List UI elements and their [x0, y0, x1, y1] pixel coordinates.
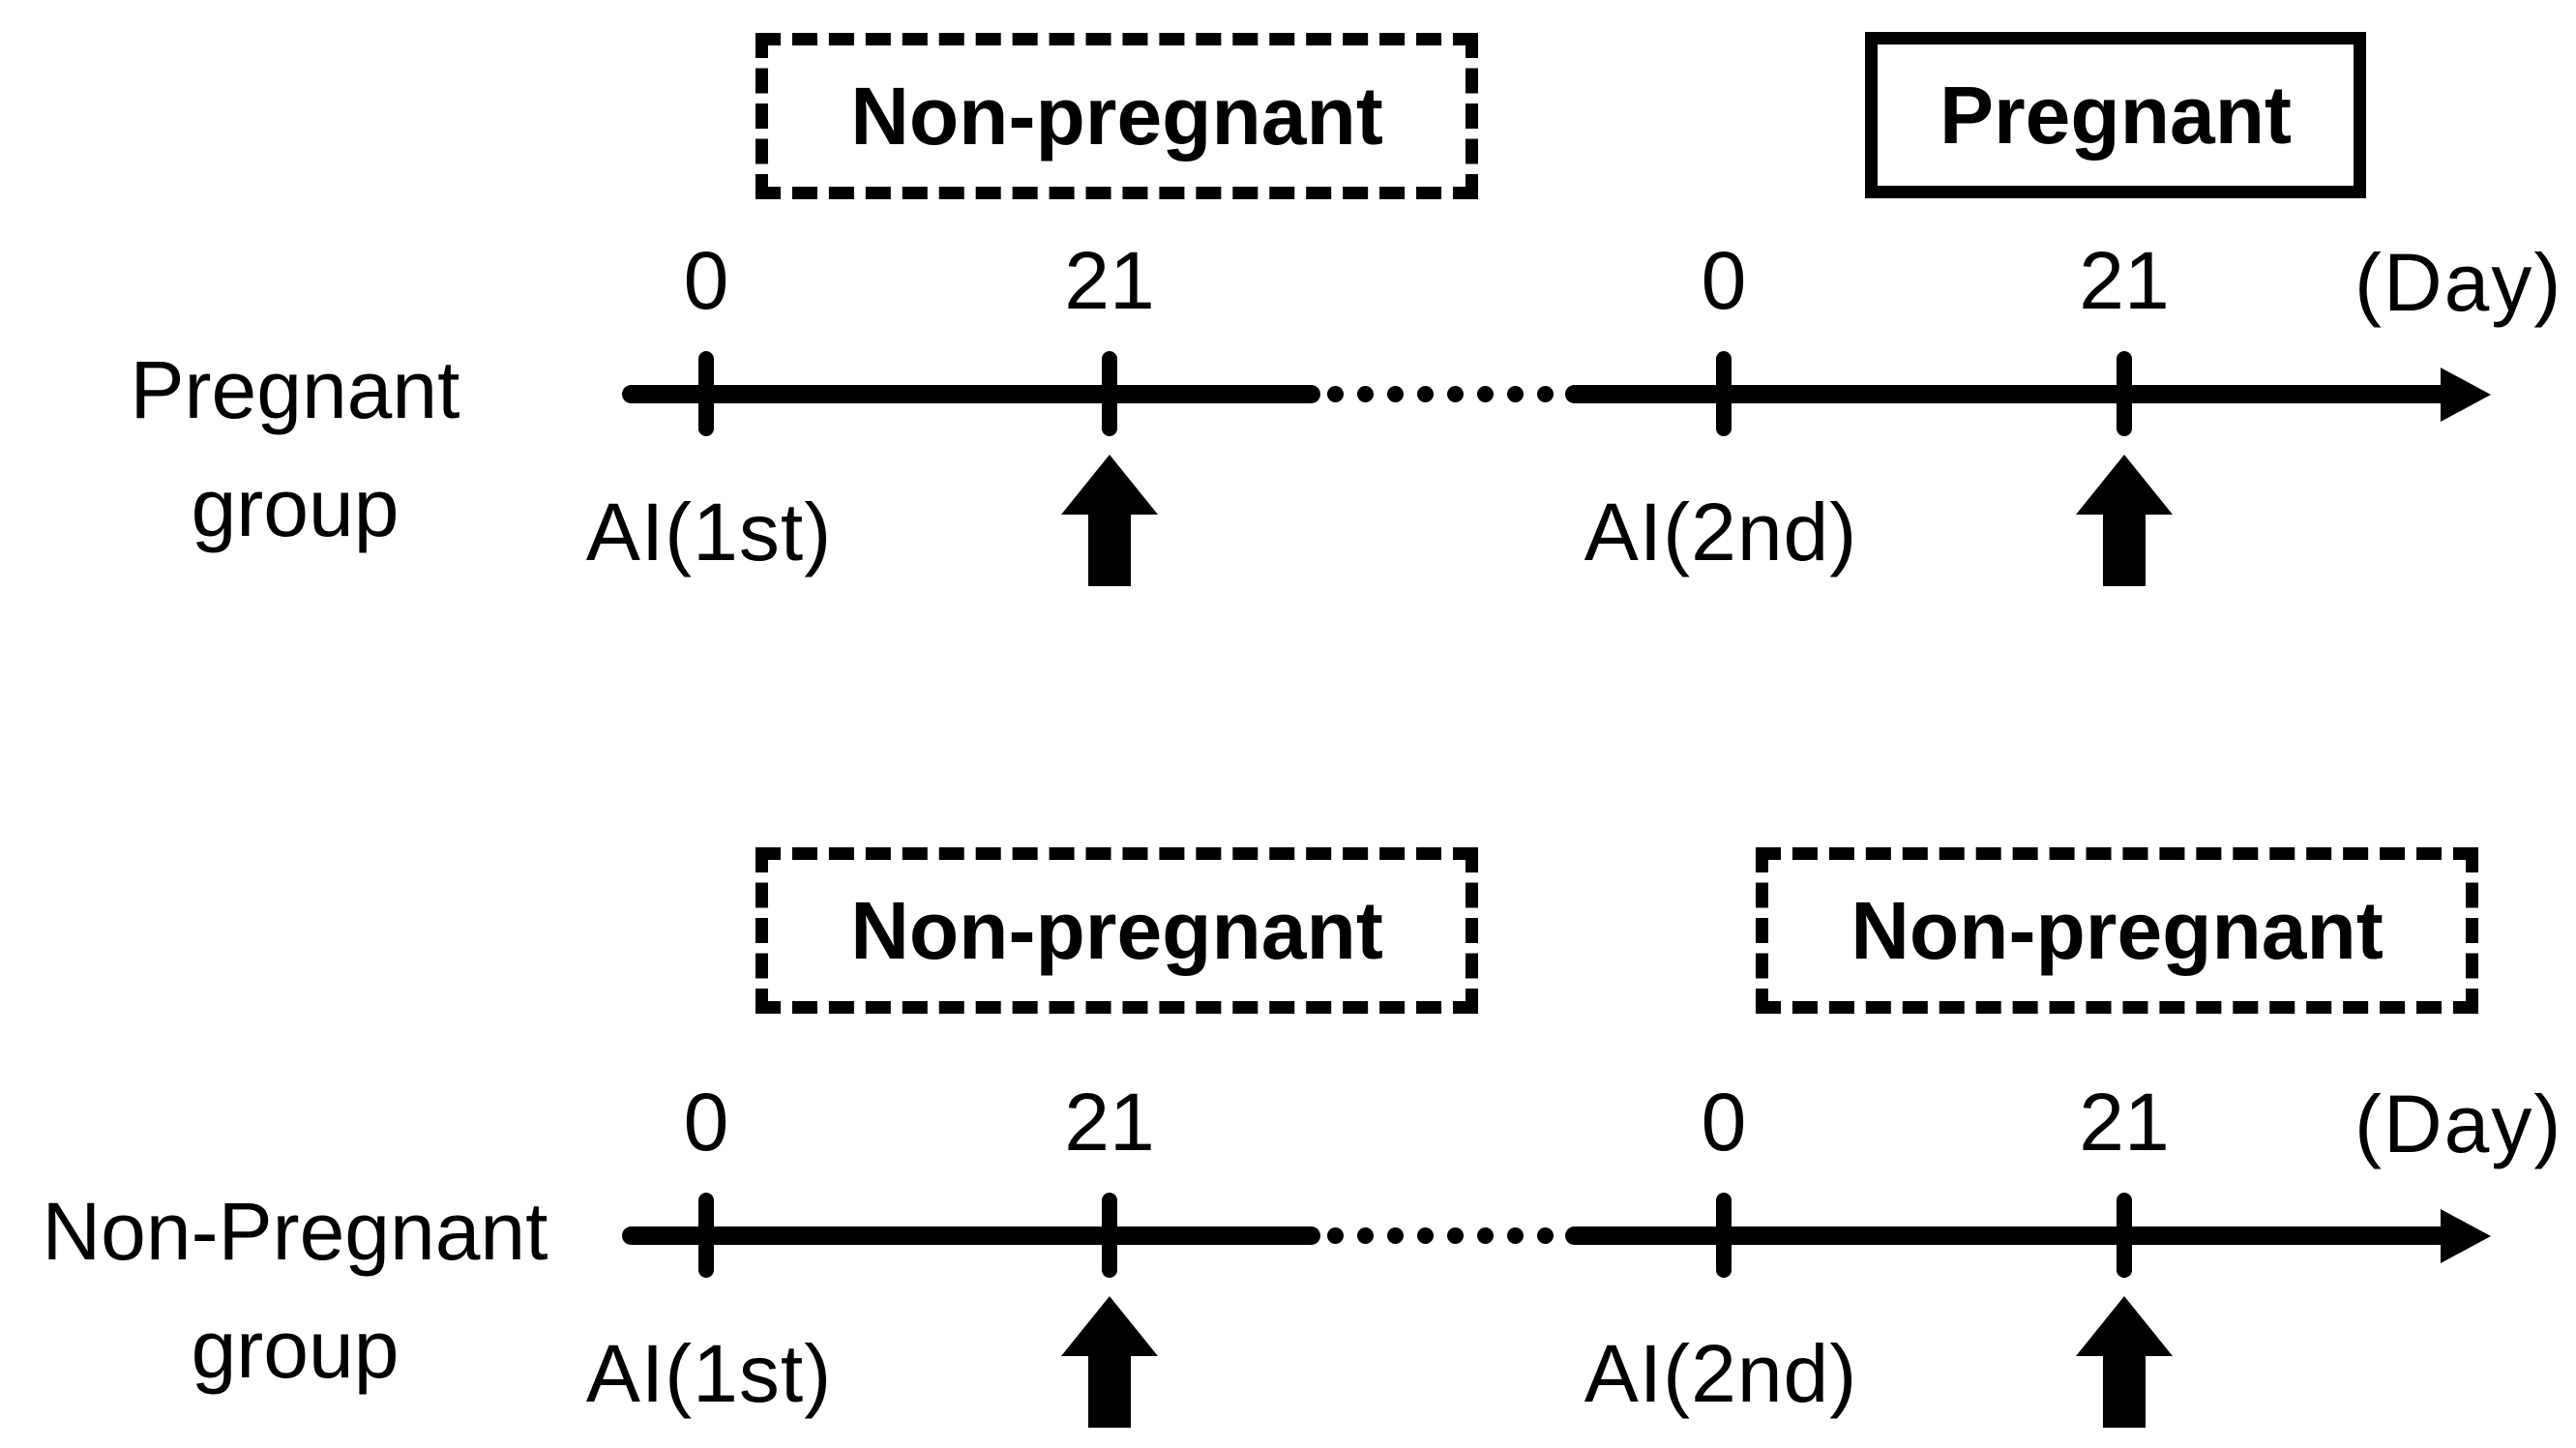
- tick-day0-seg1: [698, 351, 714, 436]
- timeline-gap-dot: [1327, 386, 1344, 402]
- timeline-gap-dot: [1327, 1227, 1344, 1244]
- outcome-box-label: Non-pregnant: [1851, 884, 2384, 976]
- timeline-gap-dot: [1417, 386, 1434, 402]
- outcome-box-label: Pregnant: [1939, 69, 2293, 161]
- outcome-box-pregnant: Pregnant: [1865, 32, 2366, 198]
- timeline-gap-dot: [1477, 386, 1494, 402]
- ai-first-label: AI(1st): [585, 487, 833, 577]
- timeline-gap-dot: [1537, 386, 1554, 402]
- group-label-pregnant: Pregnant group: [19, 331, 571, 567]
- tick-day21-seg2: [2117, 1193, 2132, 1278]
- outcome-box-nonpregnant-1: Non-pregnant: [755, 33, 1478, 199]
- outcome-box-nonpregnant-2: Non-pregnant: [755, 847, 1478, 1014]
- tick-day0-seg1: [698, 1193, 714, 1278]
- tick-label-day0-seg1: 0: [683, 1077, 729, 1167]
- timeline-arrowhead-icon: [2441, 1209, 2491, 1263]
- outcome-box-label: Non-pregnant: [850, 884, 1383, 976]
- group-label-line2: group: [191, 462, 400, 553]
- timeline-gap-dot: [1387, 386, 1404, 402]
- tick-day0-seg2: [1716, 1193, 1732, 1278]
- axis-unit-label: (Day): [2354, 237, 2563, 328]
- tick-label-day21-seg1: 21: [1064, 235, 1155, 326]
- tick-label-day0-seg1: 0: [683, 235, 729, 326]
- timeline-segment1: [622, 1226, 1320, 1245]
- timeline-segment2: [1565, 385, 2449, 403]
- timeline-gap-dot: [1447, 1227, 1464, 1244]
- outcome-box-label: Non-pregnant: [850, 70, 1383, 162]
- timeline-gap-dot: [1537, 1227, 1554, 1244]
- axis-unit-label: (Day): [2354, 1079, 2563, 1169]
- tick-label-day21-seg2: 21: [2079, 235, 2170, 326]
- timeline-arrowhead-icon: [2441, 368, 2491, 422]
- outcome-box-nonpregnant-3: Non-pregnant: [1756, 847, 2478, 1014]
- timeline-gap-dot: [1447, 386, 1464, 402]
- group-label-line1: Pregnant: [130, 344, 460, 435]
- group-label-nonpregnant: Non-Pregnant group: [19, 1172, 571, 1408]
- tick-label-day21-seg2: 21: [2079, 1077, 2170, 1167]
- group-label-line1: Non-Pregnant: [42, 1186, 548, 1277]
- timeline-segment1: [622, 385, 1320, 403]
- timeline-segment2: [1565, 1226, 2449, 1245]
- timeline-gap-dot: [1357, 1227, 1374, 1244]
- timeline-gap-dot: [1387, 1227, 1404, 1244]
- ai-second-label: AI(2nd): [1584, 487, 1858, 577]
- up-arrow-icon: [2076, 1296, 2173, 1428]
- tick-day21-seg1: [1102, 351, 1117, 436]
- timeline-gap-dot: [1507, 1227, 1524, 1244]
- timeline-gap-dot: [1357, 386, 1374, 402]
- tick-day0-seg2: [1716, 351, 1732, 436]
- ai-first-label: AI(1st): [585, 1328, 833, 1419]
- up-arrow-icon: [2076, 455, 2173, 586]
- timeline-gap-dot: [1417, 1227, 1434, 1244]
- tick-day21-seg2: [2117, 351, 2132, 436]
- tick-label-day21-seg1: 21: [1064, 1077, 1155, 1167]
- up-arrow-icon: [1061, 1296, 1158, 1428]
- group-label-line2: group: [191, 1304, 400, 1395]
- tick-label-day0-seg2: 0: [1701, 235, 1747, 326]
- tick-label-day0-seg2: 0: [1701, 1077, 1747, 1167]
- ai-second-label: AI(2nd): [1584, 1328, 1858, 1419]
- timeline-gap-dot: [1477, 1227, 1494, 1244]
- up-arrow-icon: [1061, 455, 1158, 586]
- tick-day21-seg1: [1102, 1193, 1117, 1278]
- timeline-gap-dot: [1507, 386, 1524, 402]
